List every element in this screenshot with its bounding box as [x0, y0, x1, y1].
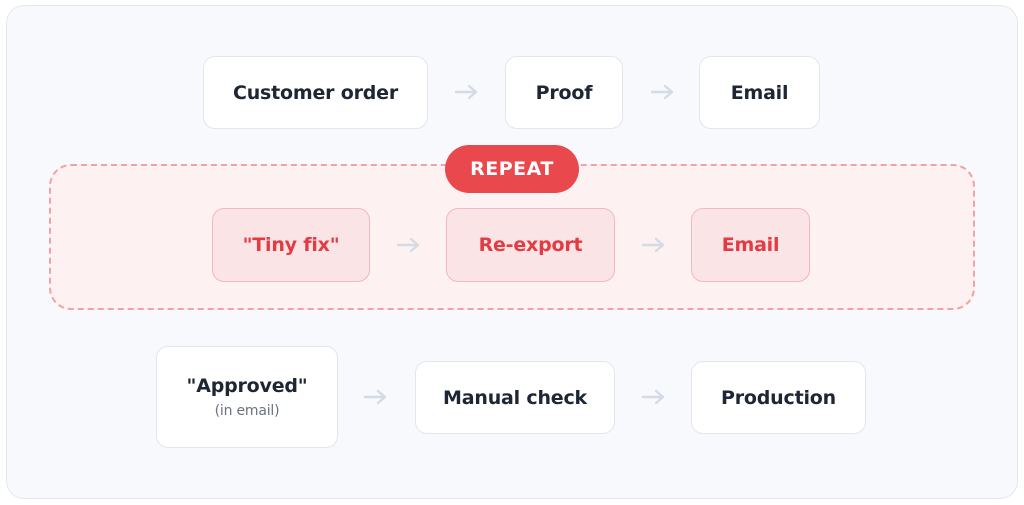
- node-label: Production: [721, 386, 836, 409]
- node-re-export: Re-export: [446, 208, 615, 282]
- repeat-badge-label: REPEAT: [470, 158, 554, 180]
- node-approved: "Approved" (in email): [156, 346, 338, 448]
- arrow-right-icon: [650, 84, 676, 100]
- node-tiny-fix: "Tiny fix": [212, 208, 370, 282]
- node-label: Proof: [535, 81, 593, 104]
- node-production: Production: [691, 361, 866, 434]
- node-label: Customer order: [232, 81, 399, 104]
- arrow-right-icon: [641, 389, 667, 405]
- node-sublabel: (in email): [214, 403, 280, 419]
- repeat-badge: REPEAT: [445, 145, 579, 193]
- node-label: Re-export: [478, 234, 583, 256]
- arrow-right-icon: [641, 237, 667, 253]
- arrow-right-icon: [363, 389, 389, 405]
- node-label: Email: [730, 81, 789, 104]
- node-label: Manual check: [443, 386, 587, 409]
- node-label: Email: [721, 234, 780, 256]
- node-label: "Approved": [186, 375, 308, 397]
- node-email: Email: [699, 56, 820, 129]
- node-label: "Tiny fix": [242, 234, 340, 256]
- arrow-right-icon: [396, 237, 422, 253]
- arrow-right-icon: [454, 84, 480, 100]
- node-proof: Proof: [505, 56, 623, 129]
- node-customer-order: Customer order: [203, 56, 428, 129]
- node-manual-check: Manual check: [415, 361, 615, 434]
- node-email-repeat: Email: [691, 208, 810, 282]
